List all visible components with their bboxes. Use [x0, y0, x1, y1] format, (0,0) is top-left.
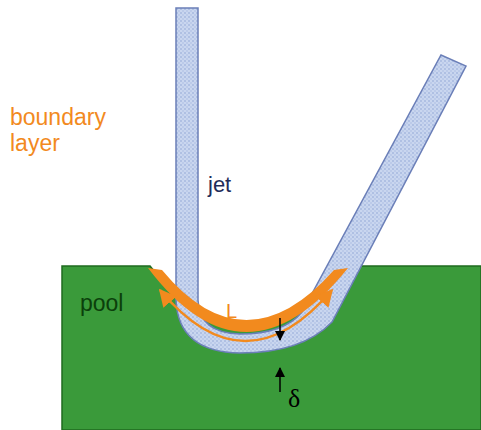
boundary-layer-label: boundary layer — [10, 104, 130, 157]
boundary-layer-band — [148, 268, 348, 332]
jet-label: jet — [208, 172, 231, 197]
thickness-arrow-bottom — [279, 368, 281, 392]
length-arrow — [160, 290, 332, 341]
pool-label: pool — [80, 290, 123, 316]
length-label: L — [226, 300, 237, 323]
thickness-label: δ — [288, 384, 300, 414]
thickness-arrow-top — [279, 318, 281, 340]
